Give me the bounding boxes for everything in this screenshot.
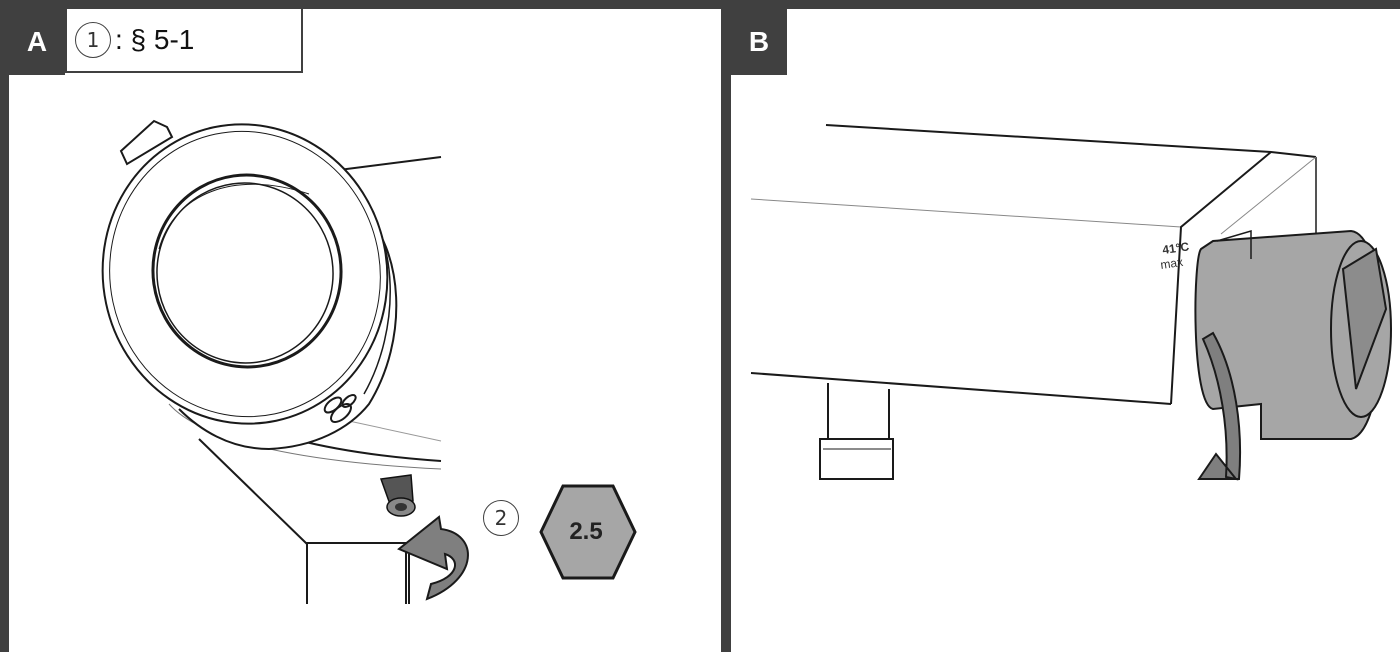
hex-key-icon (539, 484, 637, 580)
panel-a: A 1 : § 5-1 2 2.5 (0, 0, 726, 652)
panel-b-label: B (731, 9, 787, 75)
panel-a-label: A (9, 9, 65, 75)
step-2-marker: 2 (483, 500, 519, 536)
temp-marking: 41°C (1161, 239, 1190, 257)
step-1-marker: 1 (75, 22, 111, 58)
hex-key-size: 2.5 (569, 518, 603, 545)
panel-b: 41°C max B (726, 0, 1400, 652)
faucet-handle-illustration (101, 119, 469, 604)
rotate-arrow-b (1197, 331, 1242, 481)
rotate-arrow (397, 515, 469, 601)
max-marking: max (1159, 255, 1183, 272)
reference-text: : § 5-1 (115, 24, 195, 55)
screw (379, 474, 416, 517)
reference-box: 1 : § 5-1 (65, 9, 303, 73)
thermostat-body-illustration: 41°C max (750, 124, 1392, 481)
